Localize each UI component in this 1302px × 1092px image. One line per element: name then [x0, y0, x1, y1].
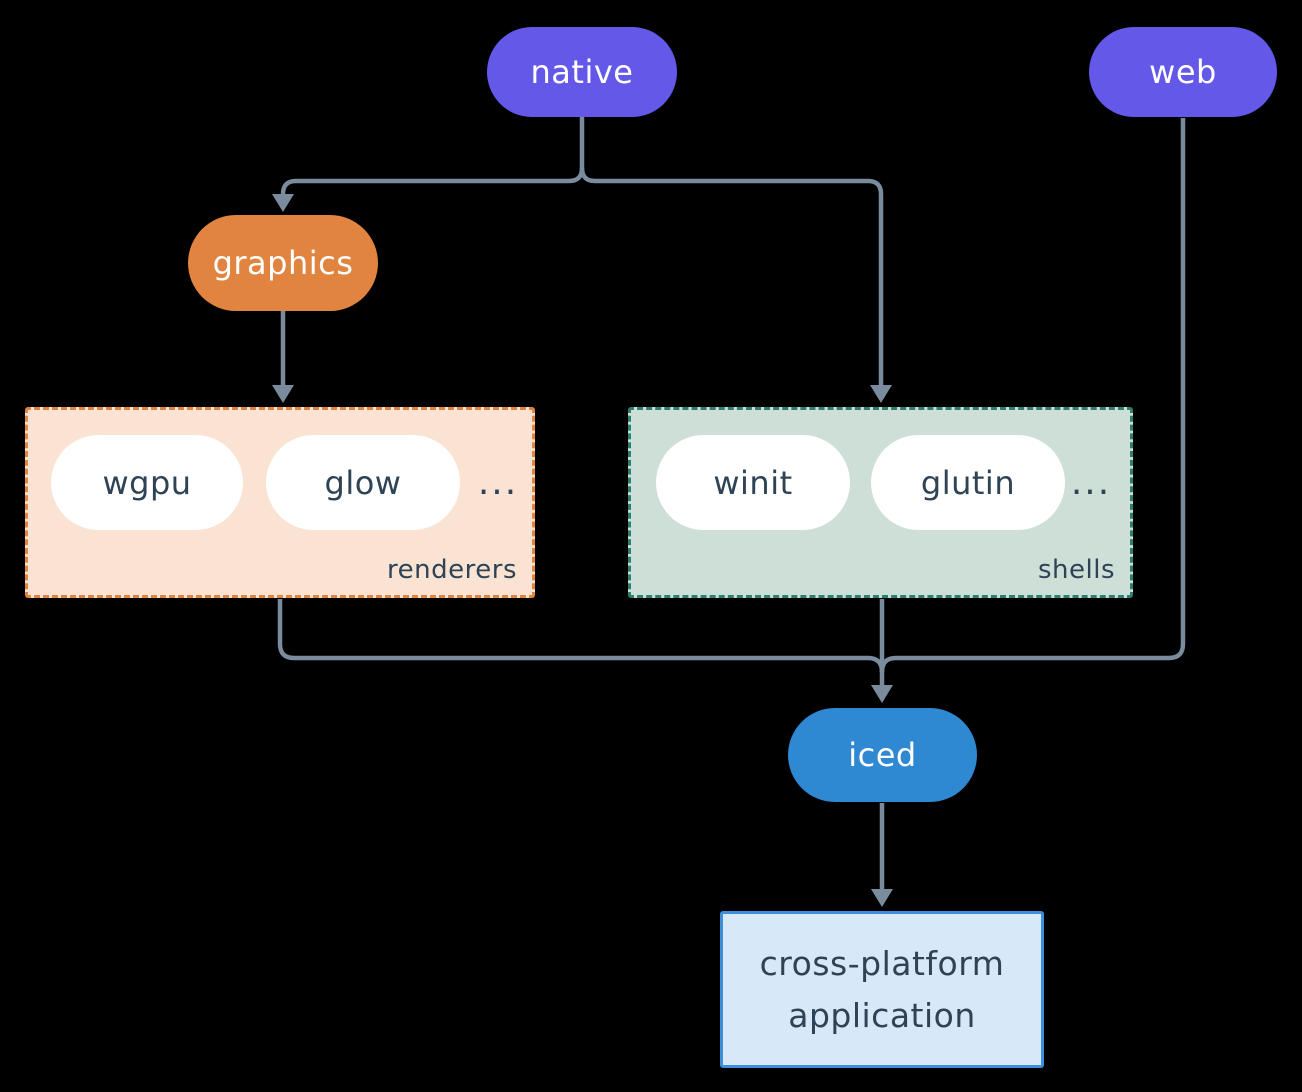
arrowhead-renderers — [272, 385, 294, 403]
edge-native-to-graphics — [280, 117, 585, 196]
node-wgpu-label: wgpu — [102, 463, 192, 502]
node-winit-label: winit — [713, 463, 793, 502]
node-glutin-label: glutin — [920, 463, 1016, 502]
node-glow-label: glow — [324, 463, 402, 502]
group-renderers-label: renderers — [387, 555, 517, 585]
node-glutin: glutin — [871, 435, 1065, 530]
application-label-line1: cross-platform — [759, 944, 1005, 984]
node-native: native — [487, 27, 677, 117]
node-native-label: native — [530, 53, 634, 91]
application-box: cross-platform application — [720, 911, 1044, 1068]
node-web: web — [1089, 27, 1277, 117]
node-graphics: graphics — [188, 215, 378, 311]
node-iced-label: iced — [848, 736, 917, 774]
node-glow: glow — [266, 435, 460, 530]
node-graphics-label: graphics — [212, 244, 354, 282]
shells-ellipsis: ... — [1070, 462, 1112, 503]
arrowhead-application — [871, 889, 893, 907]
application-label-line2: application — [788, 995, 976, 1035]
arrowhead-iced — [871, 685, 893, 703]
group-renderers: wgpu glow ... renderers — [25, 407, 535, 598]
group-shells: winit glutin ... shells — [628, 407, 1133, 598]
group-shells-label: shells — [1037, 555, 1115, 585]
arrowhead-shells — [870, 385, 892, 403]
node-iced: iced — [788, 708, 977, 802]
renderers-ellipsis: ... — [477, 462, 519, 503]
node-wgpu: wgpu — [51, 435, 243, 530]
connector-lines — [277, 117, 1186, 889]
arrowheads — [272, 194, 893, 907]
edge-native-to-shells — [579, 167, 884, 385]
node-winit: winit — [656, 435, 850, 530]
edge-renderers-to-iced — [277, 599, 885, 673]
arrowhead-graphics — [272, 194, 294, 212]
node-web-label: web — [1149, 53, 1217, 91]
